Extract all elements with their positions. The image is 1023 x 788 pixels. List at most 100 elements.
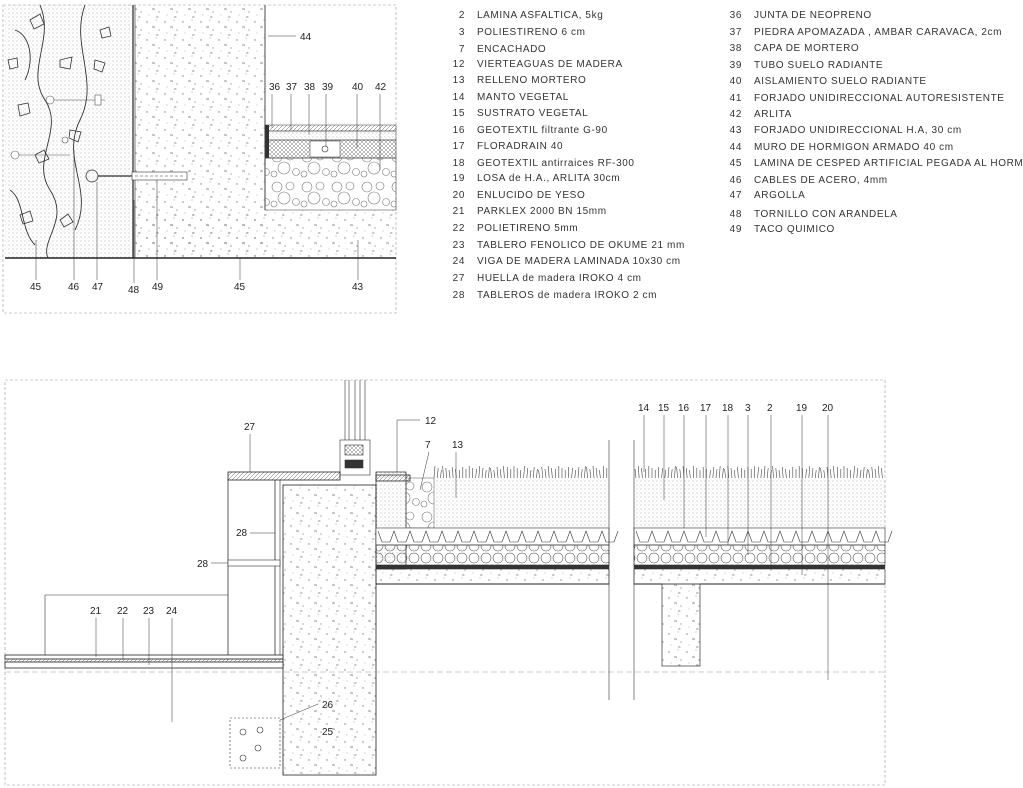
legend-number: 27 — [452, 273, 465, 284]
legend-item: 36 JUNTA DE NEOPRENO — [722, 10, 872, 21]
legend-text: TABLERO FENOLICO DE OKUME 21 mm — [477, 240, 685, 251]
wood-sill — [375, 474, 411, 482]
legend-item: 40 AISLAMIENTO SUELO RADIANTE — [722, 76, 927, 87]
legend-number: 2 — [458, 10, 465, 21]
phenolic-board — [4, 661, 284, 669]
legend-number: 14 — [452, 92, 465, 103]
roof-slab — [375, 568, 610, 585]
legend-text: CABLES DE ACERO, 4mm — [754, 175, 888, 186]
vegetal-substrate — [434, 478, 609, 528]
radiant-tube — [321, 145, 329, 153]
legend-number: 7 — [458, 44, 465, 55]
screw-icons — [10, 94, 105, 160]
downstand-beam — [661, 583, 701, 667]
label-27: 27 — [244, 422, 256, 433]
label-15: 15 — [658, 403, 670, 414]
label-43: 43 — [352, 282, 364, 293]
gravel-ballast — [405, 477, 435, 529]
legend-text: TUBO SUELO RADIANTE — [754, 60, 884, 71]
arlita-fill — [264, 157, 397, 211]
label-45a: 45 — [30, 282, 42, 293]
legend-text: GEOTEXTIL antirraices RF-300 — [477, 158, 635, 169]
label-21: 21 — [90, 606, 102, 617]
legend-item: 13 RELLENO MORTERO — [445, 75, 586, 86]
legend-text: TABLEROS de madera IROKO 2 cm — [477, 290, 658, 301]
legend-text: ENCACHADO — [477, 44, 547, 55]
legend-number: 40 — [729, 76, 742, 87]
legend-text: MURO DE HORMIGON ARMADO 40 cm — [754, 142, 954, 153]
legend-text: VIERTEAGUAS DE MADERA — [477, 59, 623, 70]
vegetal-substrate-right — [634, 478, 885, 528]
legend-number: 48 — [729, 209, 742, 220]
legend-number: 15 — [452, 108, 465, 119]
label-26: 26 — [322, 700, 334, 711]
label-22: 22 — [117, 606, 129, 617]
legend-number: 38 — [729, 43, 742, 54]
legend-text: FORJADO UNIDIRECCIONAL H.A, 30 cm — [754, 125, 962, 136]
legend-item: 23 TABLERO FENOLICO DE OKUME 21 mm — [445, 240, 685, 251]
legend-text: GEOTEXTIL filtrante G-90 — [477, 125, 608, 136]
label-17: 17 — [700, 403, 712, 414]
legend-number: 49 — [729, 224, 742, 235]
legend-text: SUSTRATO VEGETAL — [477, 108, 589, 119]
drainage-layer — [375, 527, 893, 546]
label-23: 23 — [143, 606, 155, 617]
legend-number: 3 — [458, 27, 465, 38]
legend-number: 17 — [452, 141, 465, 152]
legend-item: 16 GEOTEXTIL filtrante G-90 — [445, 125, 608, 136]
legend-number: 28 — [452, 290, 465, 301]
legend-text: AISLAMIENTO SUELO RADIANTE — [754, 76, 927, 87]
label-47: 47 — [92, 282, 104, 293]
leaf-icons — [7, 13, 112, 228]
legend-number: 13 — [452, 75, 465, 86]
legend-text: LAMINA DE CESPED ARTIFICIAL PEGADA AL HO… — [754, 158, 1023, 169]
legend-number: 16 — [452, 125, 465, 136]
legend-text: ENLUCIDO DE YESO — [477, 190, 586, 201]
parklex-panel — [4, 654, 284, 660]
legend-text: LAMINA ASFALTICA, 5kg — [477, 10, 604, 21]
legend-item: 45 LAMINA DE CESPED ARTIFICIAL PEGADA AL … — [722, 158, 1023, 169]
label-37: 37 — [286, 82, 298, 93]
legend-number: 12 — [452, 59, 465, 70]
legend-number: 42 — [729, 109, 742, 120]
legend-number: 20 — [452, 190, 465, 201]
legend-item: 15 SUSTRATO VEGETAL — [445, 108, 588, 119]
label-28b: 28 — [197, 559, 209, 570]
legend-number: 36 — [729, 10, 742, 21]
label-16: 16 — [678, 403, 690, 414]
legend-text: POLIETIRENO 5mm — [477, 223, 579, 234]
slab — [135, 210, 396, 258]
legend-number: 24 — [452, 256, 465, 267]
legend-text: RELLENO MORTERO — [477, 75, 587, 86]
legend-text: JUNTA DE NEOPRENO — [754, 10, 872, 21]
legend-number: 18 — [452, 158, 465, 169]
vine-icon — [9, 4, 88, 259]
legend-number: 23 — [452, 240, 465, 251]
label-12: 12 — [425, 416, 437, 427]
label-45b: 45 — [234, 282, 246, 293]
legend-item: 7 ENCACHADO — [445, 44, 546, 55]
label-48: 48 — [128, 285, 140, 296]
label-24: 24 — [166, 606, 178, 617]
roof-layer-labels: 14 15 16 17 18 3 2 19 20 — [638, 403, 834, 414]
label-39: 39 — [322, 82, 334, 93]
label-13: 13 — [452, 440, 464, 451]
legend-text: CAPA DE MORTERO — [754, 43, 860, 54]
legend-text: POLIESTIRENO 6 cm — [477, 27, 586, 38]
label-38: 38 — [304, 82, 316, 93]
legend-item: 28 TABLEROS de madera IROKO 2 cm — [445, 290, 657, 301]
legend-number: 45 — [729, 158, 742, 169]
stone-finish — [264, 124, 397, 132]
